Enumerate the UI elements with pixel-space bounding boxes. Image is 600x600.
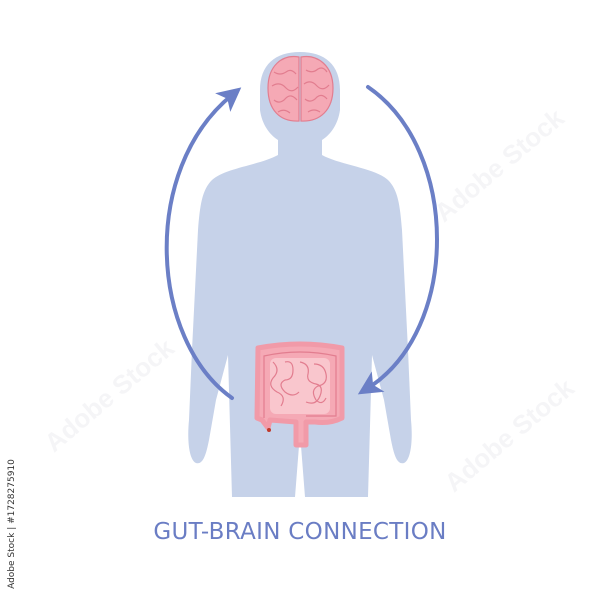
body-silhouette (188, 52, 412, 497)
stock-credit: Adobe Stock | #1728275910 (7, 459, 17, 589)
diagram-title: GUT-BRAIN CONNECTION (153, 519, 447, 545)
arrow-brain-to-gut (357, 85, 439, 395)
intestine-icon (254, 341, 345, 448)
brain-icon (267, 55, 334, 122)
arrow-gut-to-brain (164, 87, 242, 400)
